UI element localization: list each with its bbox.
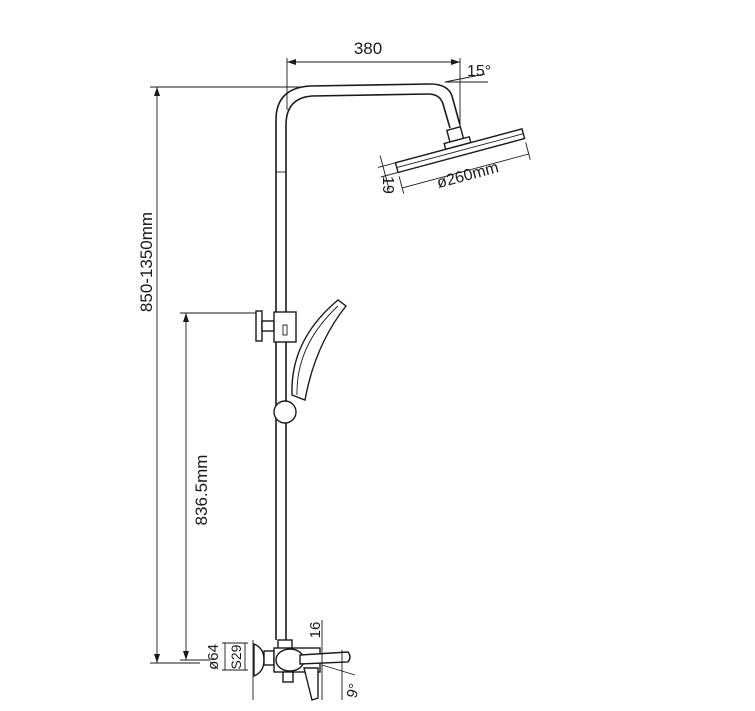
head-angle-label: 15°: [467, 63, 491, 80]
rain-shower-head: [377, 125, 531, 194]
bath-mixer: [253, 639, 351, 701]
spout-dimension-label: 16: [307, 622, 324, 639]
handshower-holder: [255, 310, 297, 424]
head-diameter-label: ø260mm: [435, 159, 500, 192]
holder-height-label: 836.5mm: [192, 455, 211, 526]
mixer-dimensions: [222, 620, 356, 700]
arm-length-label: 380: [354, 39, 382, 58]
holder-height-dimension: [180, 312, 258, 661]
total-height-dimension: [150, 86, 300, 664]
head-thickness-label: 19: [379, 176, 396, 194]
riser-pipe: [275, 83, 461, 640]
escutcheon-diameter-label: ø64: [205, 644, 222, 670]
spout-angle-label: 9°: [344, 682, 364, 700]
inlet-thread-label: S29: [228, 644, 244, 669]
total-height-label: 850-1350mm: [137, 212, 156, 312]
hand-shower: [291, 299, 347, 401]
arm-length-dimension: [286, 58, 461, 150]
